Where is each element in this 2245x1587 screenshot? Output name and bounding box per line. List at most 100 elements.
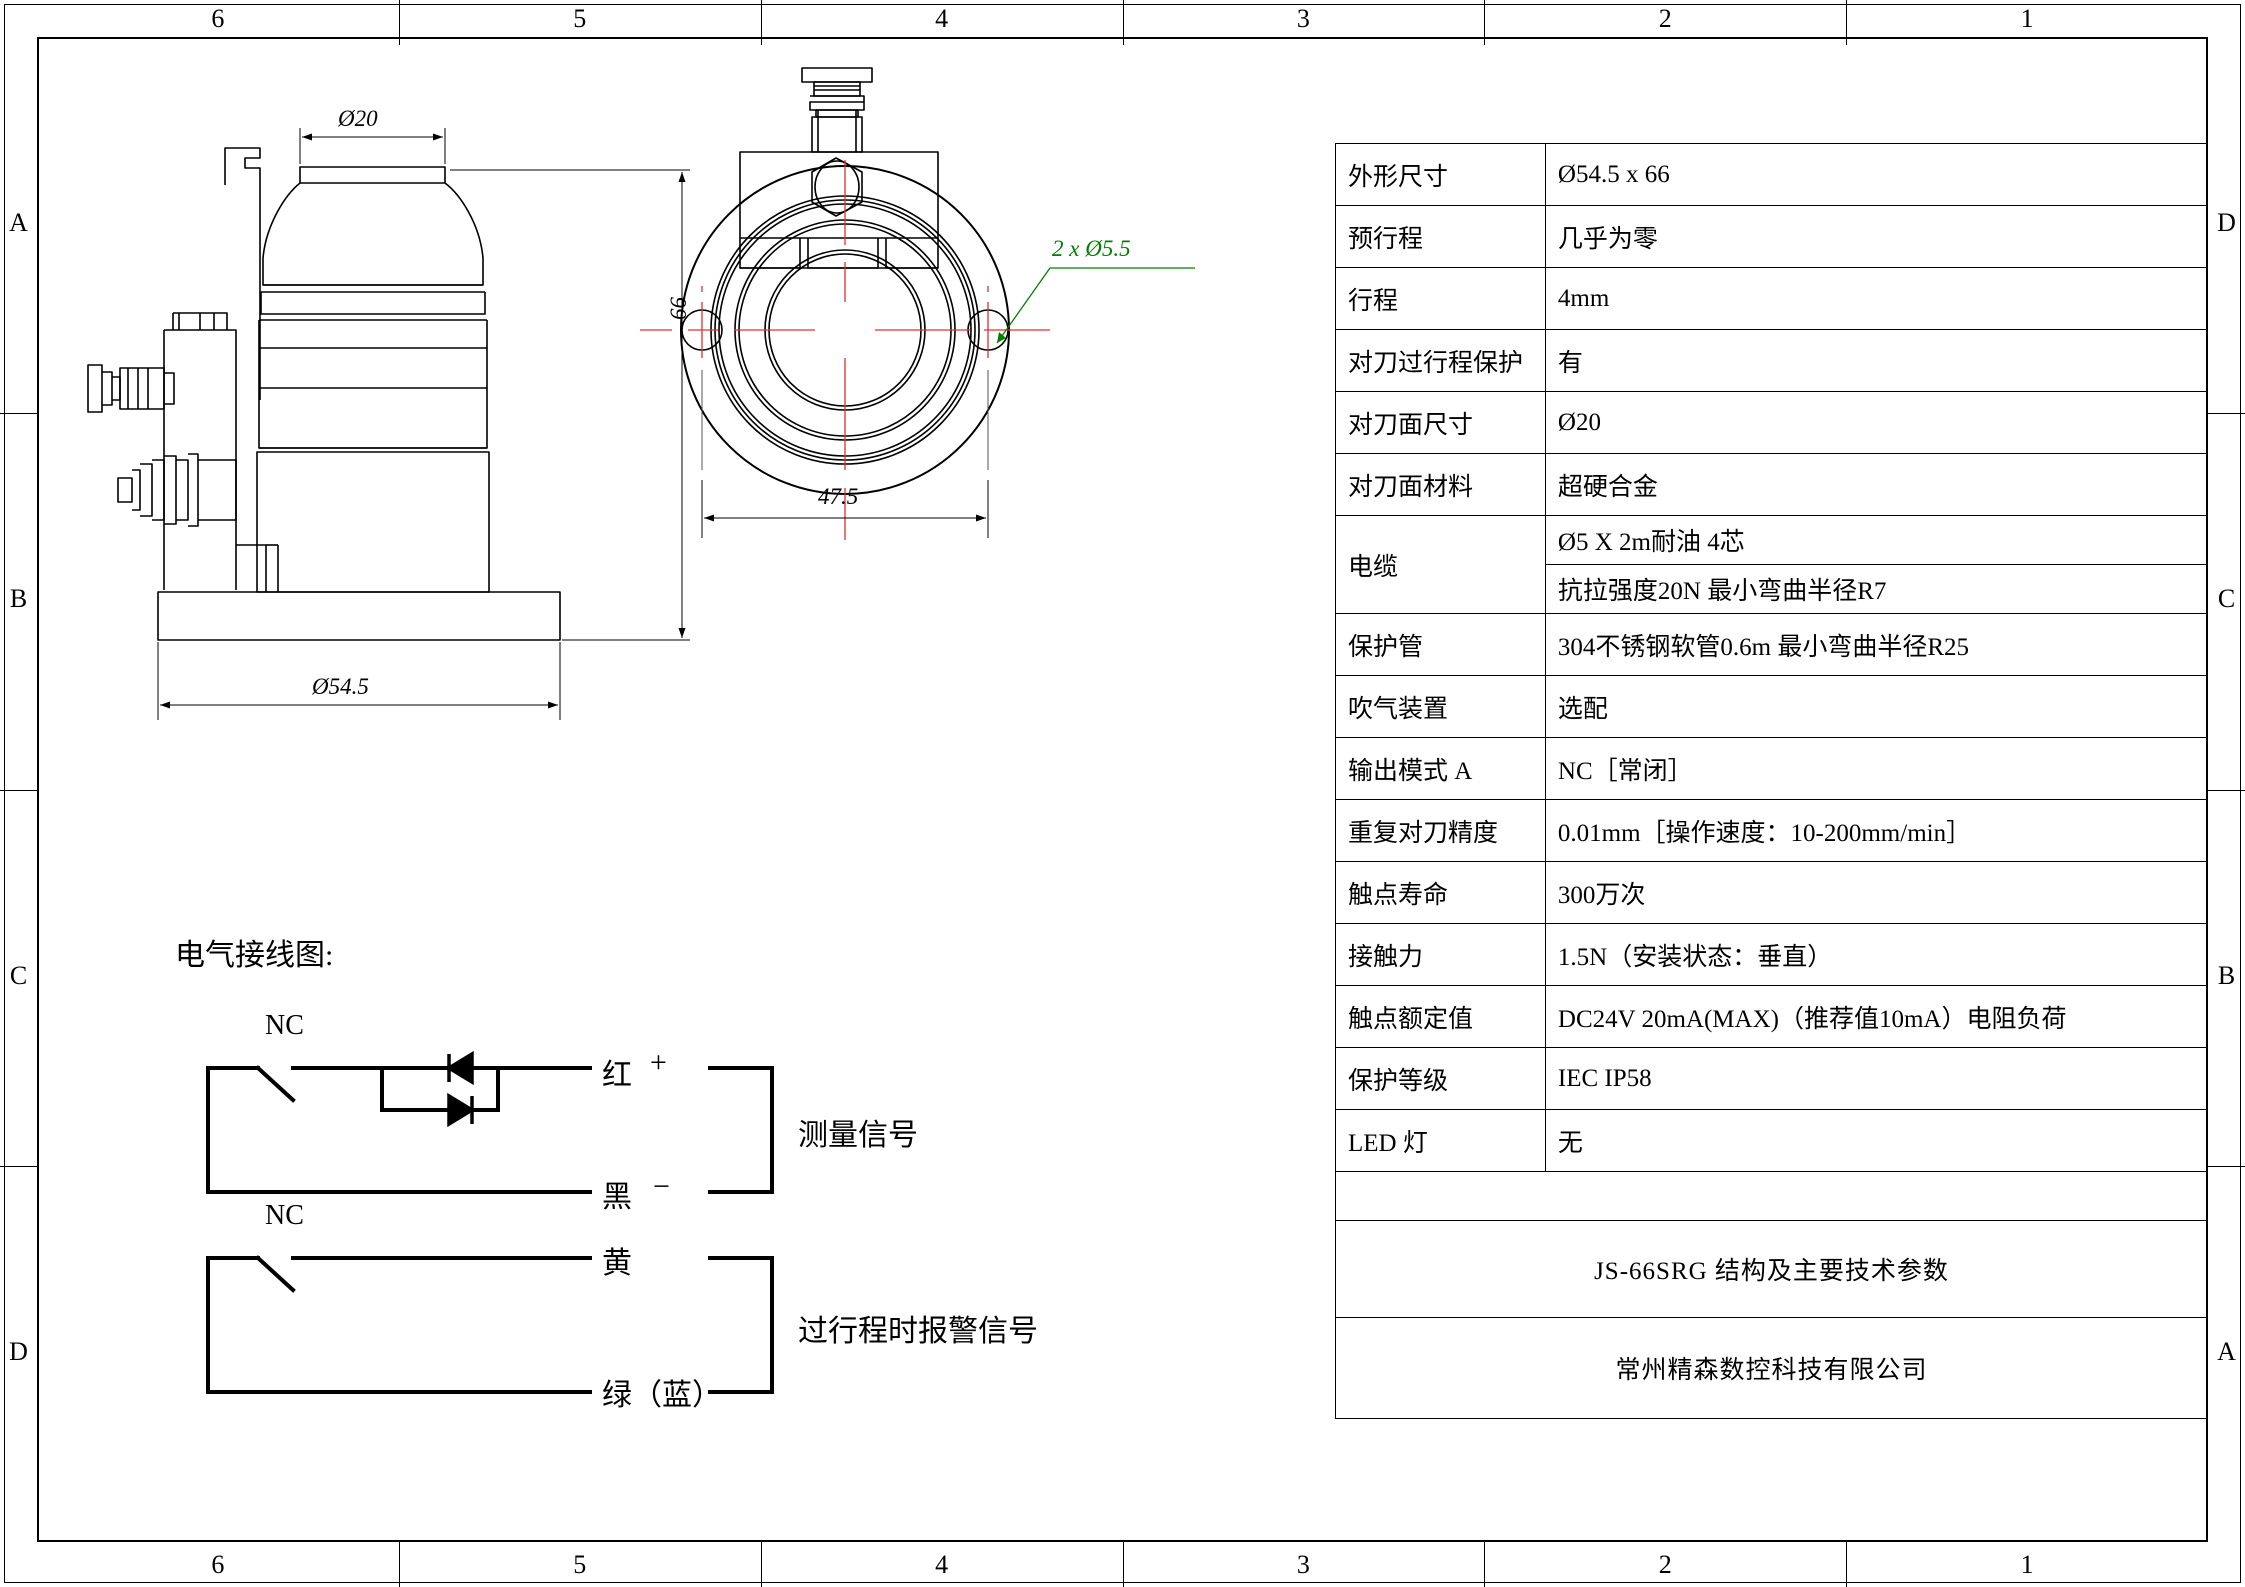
spec-value: 几乎为零 <box>1544 205 2209 268</box>
spec-key: 触点额定值 <box>1335 985 1546 1048</box>
zone-divider-left <box>0 413 37 415</box>
zone-divider-top <box>1122 0 1124 45</box>
spec-value: DC24V 20mA(MAX)（推荐值10mA）电阻负荷 <box>1544 985 2209 1048</box>
circuit2-contact-type-label: NC <box>265 1200 304 1231</box>
zone-divider-right <box>2208 413 2245 415</box>
spec-value: 选配 <box>1544 675 2209 738</box>
spec-value: NC［常闭］ <box>1544 737 2209 800</box>
dim-bolt-holes-label: 2 x Ø5.5 <box>1052 236 1131 261</box>
hole-centerline-extensions <box>701 370 989 470</box>
spec-value: 0.01mm［操作速度：10-200mm/min］ <box>1544 799 2209 862</box>
zone-letter-left-C: C <box>9 960 28 990</box>
zone-divider-top <box>760 0 762 45</box>
spec-key: 对刀面材料 <box>1335 453 1546 516</box>
zone-divider-top <box>398 0 400 45</box>
spec-value: 1.5N（安装状态：垂直） <box>1544 923 2209 986</box>
zone-divider-top <box>1846 0 1848 45</box>
spec-value: 超硬合金 <box>1544 453 2209 516</box>
zone-number-bottom-1: 1 <box>2020 1550 2034 1579</box>
circuit1-contact-type-label: NC <box>265 1010 304 1041</box>
zone-number-top-6: 6 <box>211 4 225 33</box>
bolt-hole-leader <box>996 267 1195 344</box>
zone-letter-right-D: D <box>2217 208 2236 238</box>
wiring-circuit-measurement: NC <box>150 1010 1150 1230</box>
dim-bolt-spacing-label: 47.5 <box>818 484 859 509</box>
side-view-dimensions <box>157 128 690 720</box>
front-view-dimensions <box>701 480 989 538</box>
front-view-centerlines <box>640 160 1050 540</box>
zone-number-bottom-3: 3 <box>1296 1550 1310 1579</box>
zone-divider-left <box>0 1165 37 1167</box>
zone-letter-left-D: D <box>9 1336 28 1366</box>
zone-divider-bottom <box>760 1542 762 1587</box>
circuit2-signal-label: 过行程时报警信号 <box>798 1315 1038 1348</box>
table-row: LED 灯无 <box>1335 1109 2209 1172</box>
side-view-geometry <box>87 147 561 641</box>
zone-number-bottom-2: 2 <box>1658 1550 1672 1579</box>
zone-number-top-2: 2 <box>1658 4 1672 33</box>
spec-value: 抗拉强度20N 最小弯曲半径R7 <box>1544 564 2209 614</box>
spec-key: 电缆 <box>1335 515 1546 614</box>
zone-number-bottom-6: 6 <box>211 1550 225 1579</box>
spec-key: 外形尺寸 <box>1335 143 1546 206</box>
table-row: 对刀过行程保护有 <box>1335 329 2209 392</box>
circuit1-terminal-top-label: 红 <box>602 1059 632 1092</box>
circuit1-svg <box>206 1050 774 1194</box>
table-row: 对刀面材料超硬合金 <box>1335 453 2209 516</box>
spec-key: 触点寿命 <box>1335 861 1546 924</box>
zone-number-top-4: 4 <box>935 4 949 33</box>
dim-width-label: Ø54.5 <box>312 674 369 699</box>
zone-divider-left <box>0 789 37 791</box>
table-row: 抗拉强度20N 最小弯曲半径R7 <box>1336 564 2209 614</box>
wiring-circuit-alarm: NC 黄 绿（蓝） 过行程时报警信号 <box>150 1200 1150 1430</box>
zone-divider-right <box>2208 789 2245 791</box>
spec-key: 保护等级 <box>1335 1047 1546 1110</box>
zone-divider-right <box>2208 1165 2245 1167</box>
circuit1-terminal-top-sign: + <box>650 1046 667 1079</box>
circuit1-terminal-bottom-sign: − <box>653 1170 670 1203</box>
spec-key: 对刀面尺寸 <box>1335 391 1546 454</box>
spec-value: Ø54.5 x 66 <box>1544 143 2209 206</box>
zone-letter-right-A: A <box>2217 1336 2236 1366</box>
circuit2-terminal-bottom-label: 绿（蓝） <box>602 1379 722 1412</box>
zone-number-bottom-5: 5 <box>573 1550 587 1579</box>
zone-divider-bottom <box>1484 1542 1486 1587</box>
spec-key: 接触力 <box>1335 923 1546 986</box>
circuit2-svg <box>206 1255 774 1394</box>
table-row: 预行程几乎为零 <box>1335 205 2209 268</box>
spec-value: Ø20 <box>1544 391 2209 454</box>
zone-divider-bottom <box>1846 1542 1848 1587</box>
zone-divider-bottom <box>398 1542 400 1587</box>
zone-number-top-3: 3 <box>1296 4 1310 33</box>
spec-key: LED 灯 <box>1335 1109 1546 1172</box>
zone-divider-top <box>1484 0 1486 45</box>
zone-number-top-5: 5 <box>573 4 587 33</box>
zone-divider-bottom <box>1122 1542 1124 1587</box>
title-block-row: 常州精森数控科技有限公司 <box>1335 1317 2208 1419</box>
spec-value: IEC IP58 <box>1544 1047 2209 1110</box>
spec-key: 输出模式 A <box>1335 737 1546 800</box>
spec-key: 行程 <box>1335 267 1546 330</box>
spec-key: 吹气装置 <box>1335 675 1546 738</box>
spec-value: 有 <box>1544 329 2209 392</box>
spec-key: 对刀过行程保护 <box>1335 329 1546 392</box>
spec-key: 预行程 <box>1335 205 1546 268</box>
spec-value: 4mm <box>1544 267 2209 330</box>
spec-key: 保护管 <box>1335 613 1546 676</box>
mechanical-views-svg <box>87 67 1195 720</box>
circuit1-signal-label: 测量信号 <box>798 1119 918 1152</box>
dim-height-label: 66 <box>666 297 691 320</box>
circuit2-terminal-top-label: 黄 <box>602 1247 632 1280</box>
table-spacer-row <box>1335 1171 2208 1221</box>
